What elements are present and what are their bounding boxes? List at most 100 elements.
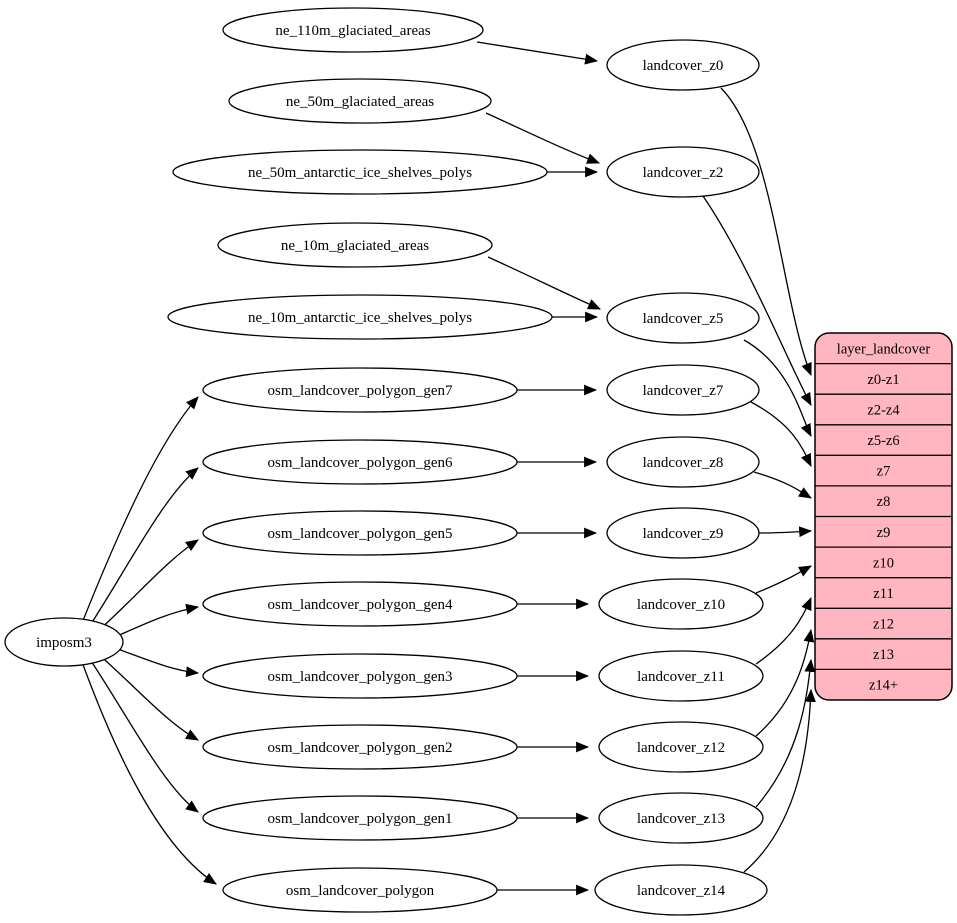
edge-landcover_z10-row-z10 xyxy=(755,565,812,594)
stage-ellipse xyxy=(606,146,760,198)
node-ne_50m_antarctic_ice_shelves_polys: ne_50m_antarctic_ice_shelves_polys xyxy=(172,149,548,195)
stage-label: landcover_z0 xyxy=(643,58,724,74)
edge-landcover_z11-row-z11 xyxy=(755,597,812,665)
edge-ne_110m_glaciated_areas-landcover_z0 xyxy=(476,41,599,65)
source-label: osm_landcover_polygon_gen1 xyxy=(268,811,453,827)
source-ellipse xyxy=(202,724,518,770)
record-row-z0-z1: z0-z1 xyxy=(867,372,899,388)
imposm3-ellipse xyxy=(4,617,124,667)
node-landcover_z2: landcover_z2 xyxy=(606,146,760,198)
source-label: osm_landcover_polygon xyxy=(286,883,435,899)
stage-ellipse xyxy=(598,792,764,844)
stage-label: landcover_z14 xyxy=(637,883,726,899)
source-ellipse xyxy=(222,7,484,53)
node-osm_landcover_polygon_gen1: osm_landcover_polygon_gen1 xyxy=(202,795,518,841)
edge-imposm3-osm_landcover_polygon_gen1 xyxy=(88,657,199,813)
edge-ne_10m_glaciated_areas-landcover_z5 xyxy=(487,256,601,310)
node-landcover_z7: landcover_z7 xyxy=(606,364,760,416)
node-landcover_z10: landcover_z10 xyxy=(598,578,764,630)
source-ellipse xyxy=(217,222,493,268)
edges xyxy=(81,41,816,896)
edge-landcover_z13-row-z13 xyxy=(755,658,816,808)
stage-ellipse xyxy=(598,721,764,773)
stage-nodes: landcover_z0 landcover_z2 landcover_z5 l… xyxy=(594,39,768,916)
edge-landcover_z5-row-z5-z6 xyxy=(743,339,812,437)
record-row-z12: z12 xyxy=(873,617,894,633)
node-layer_landcover: layer_landcover z0-z1 z2-z4 z5-z6 z7 z8 … xyxy=(814,332,953,701)
node-osm_landcover_polygon_gen5: osm_landcover_polygon_gen5 xyxy=(202,510,518,556)
record-row-z9: z9 xyxy=(877,525,891,541)
edge-landcover_z12-row-z12 xyxy=(755,628,815,737)
stage-ellipse xyxy=(598,650,764,702)
node-osm_landcover_polygon_gen7: osm_landcover_polygon_gen7 xyxy=(202,367,518,413)
source-ellipse xyxy=(202,439,518,485)
layer_landcover-title: layer_landcover xyxy=(837,342,931,358)
source-label: ne_10m_antarctic_ice_shelves_polys xyxy=(248,310,472,326)
stage-label: landcover_z5 xyxy=(643,311,724,327)
node-ne_10m_glaciated_areas: ne_10m_glaciated_areas xyxy=(217,222,493,268)
edge-landcover_z2-row-z2-z4 xyxy=(702,195,812,406)
source-label: ne_110m_glaciated_areas xyxy=(275,23,430,39)
edge-imposm3-osm_landcover_polygon xyxy=(81,661,217,885)
source-label: osm_landcover_polygon_gen5 xyxy=(268,526,453,542)
record-row-z8: z8 xyxy=(877,494,891,510)
record-row-z7: z7 xyxy=(877,464,891,480)
node-ne_50m_glaciated_areas: ne_50m_glaciated_areas xyxy=(228,78,492,124)
edge-imposm3-osm_landcover_polygon_gen3 xyxy=(114,647,200,678)
record-row-z13: z13 xyxy=(873,647,894,663)
source-label: osm_landcover_polygon_gen6 xyxy=(268,455,453,471)
edge-landcover_z9-row-z9 xyxy=(758,526,813,538)
stage-ellipse xyxy=(606,436,760,488)
source-ellipse xyxy=(202,510,518,556)
edge-imposm3-osm_landcover_polygon_gen4 xyxy=(114,603,200,638)
node-osm_landcover_polygon_gen2: osm_landcover_polygon_gen2 xyxy=(202,724,518,770)
node-landcover_z8: landcover_z8 xyxy=(606,436,760,488)
stage-label: landcover_z9 xyxy=(643,526,724,542)
stage-label: landcover_z11 xyxy=(637,669,725,685)
node-landcover_z5: landcover_z5 xyxy=(606,292,760,344)
source-nodes: ne_110m_glaciated_areas ne_50m_glaciated… xyxy=(167,7,553,913)
stage-label: landcover_z8 xyxy=(643,455,724,471)
edge-landcover_z7-row-z7 xyxy=(750,401,812,467)
node-imposm3: imposm3 xyxy=(4,617,124,667)
stage-label: landcover_z13 xyxy=(637,811,725,827)
stage-ellipse xyxy=(606,292,760,344)
edge-landcover_z0-row-z0-z1 xyxy=(720,87,812,377)
source-label: osm_landcover_polygon_gen2 xyxy=(268,740,453,756)
source-ellipse xyxy=(202,653,518,699)
edge-imposm3-osm_landcover_polygon_gen2 xyxy=(96,652,199,741)
node-landcover_z14: landcover_z14 xyxy=(594,864,768,916)
node-osm_landcover_polygon_gen4: osm_landcover_polygon_gen4 xyxy=(202,581,518,627)
node-osm_landcover_polygon_gen3: osm_landcover_polygon_gen3 xyxy=(202,653,518,699)
source-label: osm_landcover_polygon_gen7 xyxy=(268,383,453,399)
source-ellipse xyxy=(202,581,518,627)
node-landcover_z9: landcover_z9 xyxy=(606,507,760,559)
source-label: osm_landcover_polygon_gen4 xyxy=(268,597,453,613)
source-ellipse xyxy=(167,294,553,340)
record-row-z14plus: z14+ xyxy=(869,678,898,694)
stage-ellipse xyxy=(594,864,768,916)
stage-ellipse xyxy=(606,507,760,559)
source-label: ne_10m_glaciated_areas xyxy=(281,238,429,254)
node-landcover_z11: landcover_z11 xyxy=(598,650,764,702)
edge-ne_50m_glaciated_areas-landcover_z2 xyxy=(485,112,601,164)
stage-label: landcover_z7 xyxy=(643,383,724,399)
node-ne_10m_antarctic_ice_shelves_polys: ne_10m_antarctic_ice_shelves_polys xyxy=(167,294,553,340)
stage-ellipse xyxy=(606,364,760,416)
stage-label: landcover_z10 xyxy=(637,597,725,613)
record-row-z2-z4: z2-z4 xyxy=(867,403,900,419)
source-label: ne_50m_glaciated_areas xyxy=(286,94,434,110)
source-label: ne_50m_antarctic_ice_shelves_polys xyxy=(248,165,472,181)
source-ellipse xyxy=(228,78,492,124)
node-osm_landcover_polygon_gen6: osm_landcover_polygon_gen6 xyxy=(202,439,518,485)
node-ne_110m_glaciated_areas: ne_110m_glaciated_areas xyxy=(222,7,484,53)
stage-label: landcover_z12 xyxy=(637,740,725,756)
edge-imposm3-osm_landcover_polygon_gen5 xyxy=(96,539,199,633)
node-landcover_z0: landcover_z0 xyxy=(606,39,760,91)
stage-ellipse xyxy=(606,39,760,91)
edge-landcover_z14-row-z14plus xyxy=(743,688,816,873)
node-landcover_z13: landcover_z13 xyxy=(598,792,764,844)
source-ellipse xyxy=(202,367,518,413)
